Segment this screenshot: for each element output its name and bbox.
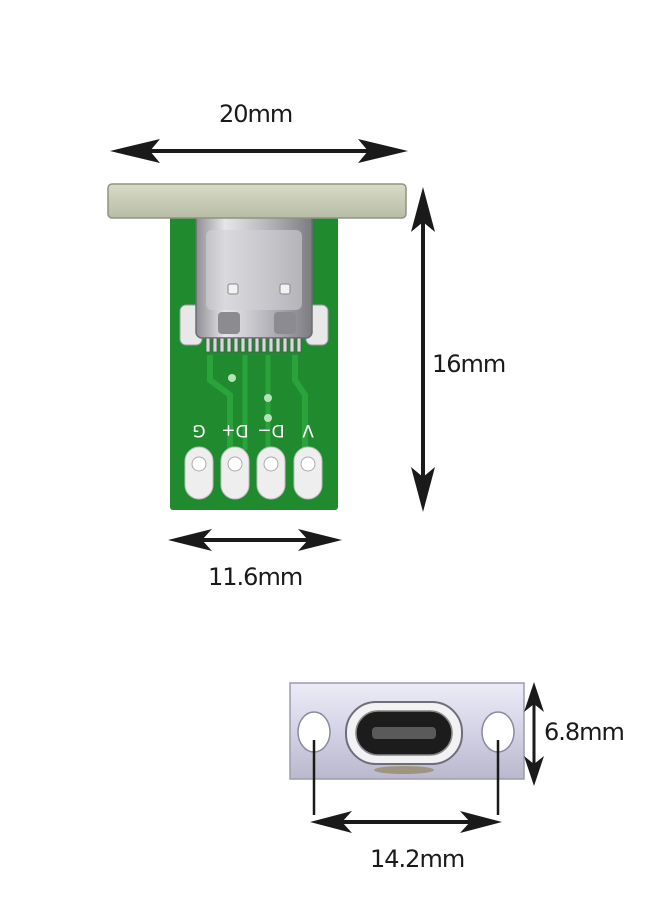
pin-label-dplus: D+ bbox=[221, 420, 248, 440]
pin-label-dminus: D− bbox=[257, 420, 284, 440]
dimension-label-height: 16mm bbox=[432, 350, 506, 378]
usb-c-mounting-plate bbox=[289, 682, 525, 780]
dimension-arrow-11-6mm bbox=[168, 529, 342, 551]
dimension-label-plate-height: 6.8mm bbox=[544, 718, 625, 746]
dimension-arrow-6-8mm bbox=[524, 682, 544, 786]
dimension-label-width-top: 20mm bbox=[219, 100, 293, 128]
dimension-label-hole-spacing: 14.2mm bbox=[370, 845, 465, 873]
dimension-arrow-20mm bbox=[110, 139, 408, 163]
pin-label-g: G bbox=[192, 420, 205, 440]
dimension-arrow-16mm bbox=[411, 187, 435, 512]
pin-label-v: V bbox=[302, 420, 314, 440]
solder-pads bbox=[184, 446, 323, 500]
usb-c-breakout-board: G D+ D− V bbox=[107, 183, 407, 510]
dimension-arrow-14-2mm bbox=[310, 740, 502, 833]
dimension-label-board-width: 11.6mm bbox=[208, 563, 303, 591]
